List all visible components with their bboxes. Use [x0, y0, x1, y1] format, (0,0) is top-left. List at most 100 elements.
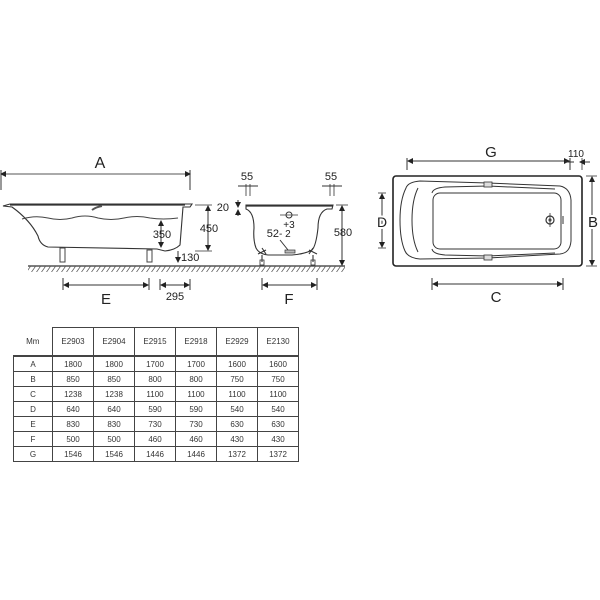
table-cell: 640	[93, 401, 135, 417]
table-cell: 800	[134, 371, 176, 387]
dimension-e-label: E	[101, 291, 111, 308]
rim-thickness-value: 20	[217, 202, 229, 214]
table-cell: 800	[175, 371, 217, 387]
table-row: F 500 500 460 460 430 430	[13, 431, 299, 447]
table-cell: 850	[93, 371, 135, 387]
table-row: A 1800 1800 1700 1700 1600 1600	[13, 355, 299, 372]
overflow-diameter-value: 52	[267, 228, 279, 240]
table-cell: 460	[134, 431, 176, 447]
drain-offset-value: 295	[166, 291, 184, 303]
left-overhang-value: 55	[241, 171, 253, 183]
overflow-tolerance-plus: +3	[283, 220, 295, 231]
row-label: F	[13, 431, 53, 447]
tub-leg	[257, 247, 267, 262]
table-cell: 1546	[93, 446, 135, 462]
tub-rim-outline	[399, 180, 572, 260]
tub-leg	[59, 247, 66, 263]
tub-basin-outline	[432, 192, 562, 250]
table-cell: 430	[216, 431, 258, 447]
row-label: C	[13, 386, 53, 402]
table-cell: 590	[175, 401, 217, 417]
tub-top-outline	[392, 175, 583, 267]
dimension-f-label: F	[284, 291, 293, 308]
table-header-row: Mm E2903 E2904 E2915 E2918 E2929 E2130	[13, 327, 299, 357]
table-cell: 630	[257, 416, 299, 432]
table-cell: 750	[216, 371, 258, 387]
table-cell: 540	[216, 401, 258, 417]
column-header: E2918	[175, 327, 217, 357]
row-label: A	[13, 355, 53, 372]
floor-hatch	[28, 266, 220, 272]
floor-clearance-value: 130	[181, 252, 199, 264]
table-cell: 640	[52, 401, 94, 417]
table-cell: 1100	[216, 386, 258, 402]
top-view: G 110 D B	[375, 144, 600, 306]
end-view: 55 55 20 +3 52 - 2 580 F	[217, 171, 352, 308]
table-cell: 430	[257, 431, 299, 447]
dimensions-table: Mm E2903 E2904 E2915 E2918 E2929 E2130 A…	[13, 327, 299, 462]
table-cell: 1100	[175, 386, 217, 402]
table-cell: 1238	[93, 386, 135, 402]
column-header: E2929	[216, 327, 258, 357]
column-header: E2915	[134, 327, 176, 357]
water-depth-value: 350	[153, 229, 171, 241]
table-cell: 1800	[52, 355, 94, 372]
table-cell: 1372	[216, 446, 258, 462]
table-row: E 830 830 730 730 630 630	[13, 416, 299, 432]
table-cell: 730	[134, 416, 176, 432]
dimension-a-label: A	[95, 155, 106, 172]
table-cell: 1700	[175, 355, 217, 372]
table-cell: 1446	[134, 446, 176, 462]
row-label: G	[13, 446, 53, 462]
side-view: A 350 450 130 E 295	[0, 155, 220, 308]
table-cell: 830	[93, 416, 135, 432]
table-cell: 1100	[134, 386, 176, 402]
table-cell: 1700	[134, 355, 176, 372]
table-cell: 1800	[93, 355, 135, 372]
table-cell: 730	[175, 416, 217, 432]
table-cell: 630	[216, 416, 258, 432]
column-header: E2904	[93, 327, 135, 357]
dimension-g-label: G	[485, 144, 497, 161]
table-cell: 1600	[257, 355, 299, 372]
grip-handle	[483, 181, 493, 188]
table-row: B 850 850 800 800 750 750	[13, 371, 299, 387]
grip-handle	[483, 254, 493, 261]
table-corner-label: Mm	[13, 327, 53, 356]
table-row: D 640 640 590 590 540 540	[13, 401, 299, 417]
table-cell: 500	[93, 431, 135, 447]
end-offset-value: 110	[568, 149, 584, 160]
table-cell: 1546	[52, 446, 94, 462]
table-cell: 850	[52, 371, 94, 387]
table-cell: 830	[52, 416, 94, 432]
tub-end-outline	[245, 204, 334, 256]
dimension-c-label: C	[491, 289, 502, 306]
table-cell: 460	[175, 431, 217, 447]
overflow-tolerance-minus: - 2	[279, 229, 291, 240]
table-cell: 1238	[52, 386, 94, 402]
table-cell: 1372	[257, 446, 299, 462]
column-header: E2903	[52, 327, 94, 357]
column-header: E2130	[257, 327, 299, 357]
rim-height-value: 450	[200, 223, 218, 235]
tub-leg	[308, 247, 318, 262]
table-cell: 540	[257, 401, 299, 417]
water-level-line	[21, 215, 179, 220]
table-cell: 750	[257, 371, 299, 387]
table-cell: 1446	[175, 446, 217, 462]
table-row: G 1546 1546 1446 1446 1372 1372	[13, 446, 299, 462]
dimension-d-label: D	[377, 214, 387, 230]
table-cell: 1100	[257, 386, 299, 402]
technical-drawing: A 350 450 130 E 295	[0, 144, 600, 308]
table-cell: 1600	[216, 355, 258, 372]
row-label: B	[13, 371, 53, 387]
dimension-b-label: B	[588, 214, 598, 231]
row-label: D	[13, 401, 53, 417]
table-cell: 590	[134, 401, 176, 417]
total-height-value: 580	[334, 227, 352, 239]
table-row: C 1238 1238 1100 1100 1100 1100	[13, 386, 299, 402]
row-label: E	[13, 416, 53, 432]
tub-side-outline	[2, 203, 194, 252]
table-cell: 500	[52, 431, 94, 447]
tub-leg	[146, 249, 153, 263]
